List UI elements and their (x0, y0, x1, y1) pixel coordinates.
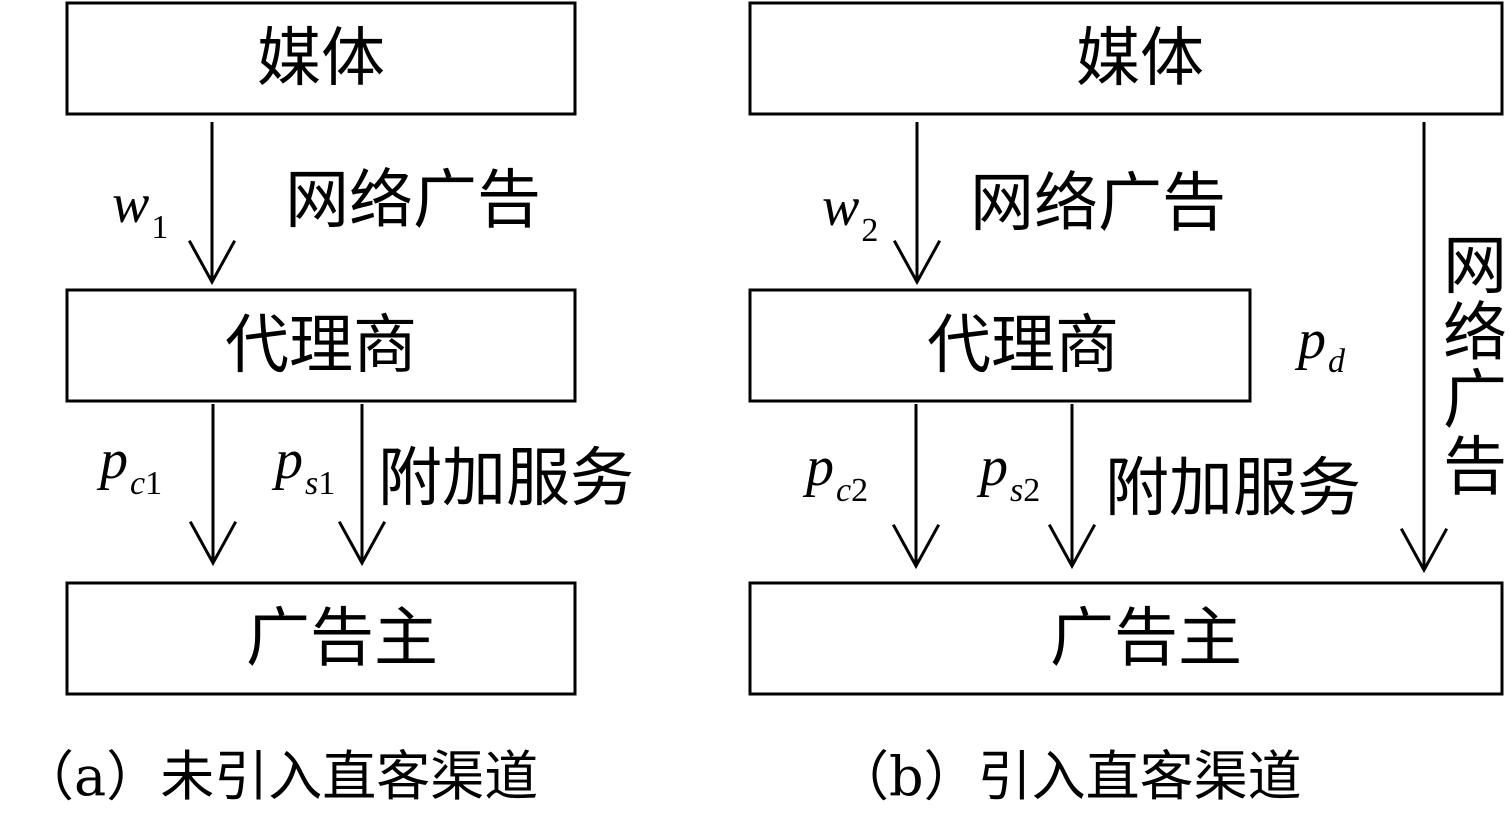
panel-a-service-label: 附加服务 (378, 442, 634, 516)
panel-a-ad-arrowhead (187, 239, 237, 286)
panel-a-ps-label: ps1 (271, 429, 335, 502)
panel-b-direct-label-char-1: 网 (1443, 230, 1507, 304)
panel-a-w-label: w1 (112, 173, 168, 246)
panel-b-direct-label-char-4: 告 (1443, 431, 1507, 505)
panel-a-caption: （a）未引入直客渠道 (20, 745, 538, 808)
panel-a: 媒体 w1 网络广告 代理商 pc1 ps1 附加服务 广告主 （a）未引入直客… (20, 1, 634, 808)
panel-b-direct-arrowhead (1399, 527, 1449, 574)
panel-a-advertiser-label: 广告主 (246, 602, 438, 676)
panel-a-media-label: 媒体 (257, 22, 385, 96)
panel-b-agent-label: 代理商 (927, 309, 1119, 383)
panel-a-ps-arrowhead (337, 520, 387, 567)
panel-b-pc-arrowhead (891, 523, 941, 570)
panel-b-ad-arrowhead (892, 239, 942, 286)
panel-a-advertiser-box (65, 581, 577, 696)
panel-b-media-box (748, 1, 1504, 116)
panel-b-caption: （b）引入直客渠道 (835, 745, 1302, 808)
panel-b: 媒体 w2 网络广告 代理商 pd 网 络 广 告 pc2 ps2 附加服 (748, 1, 1507, 808)
panel-b-ps-arrowhead (1047, 523, 1097, 570)
panel-b-direct-label-char-2: 络 (1443, 297, 1507, 371)
panel-b-agent-box (748, 288, 1252, 403)
panel-a-media-box (65, 1, 577, 116)
panel-b-advertiser-box (748, 581, 1504, 696)
panel-b-advertiser-label: 广告主 (1050, 602, 1242, 676)
panel-b-direct-label-char-3: 广 (1443, 364, 1507, 438)
panel-b-media-label: 媒体 (1076, 22, 1204, 96)
panel-b-pc-label: pc2 (802, 436, 868, 509)
panel-b-ps-label: ps2 (976, 436, 1040, 509)
panel-b-ad-label: 网络广告 (970, 167, 1226, 241)
panel-b-service-label: 附加服务 (1105, 452, 1361, 526)
panel-a-pc-label: pc1 (96, 429, 162, 502)
panel-a-ad-label: 网络广告 (285, 164, 541, 238)
panel-b-w-label: w2 (822, 176, 878, 249)
panel-a-agent-label: 代理商 (225, 309, 417, 383)
panel-b-pd-label: pd (1294, 309, 1346, 380)
panel-a-agent-box (65, 288, 577, 403)
panel-a-pc-arrowhead (188, 520, 238, 567)
